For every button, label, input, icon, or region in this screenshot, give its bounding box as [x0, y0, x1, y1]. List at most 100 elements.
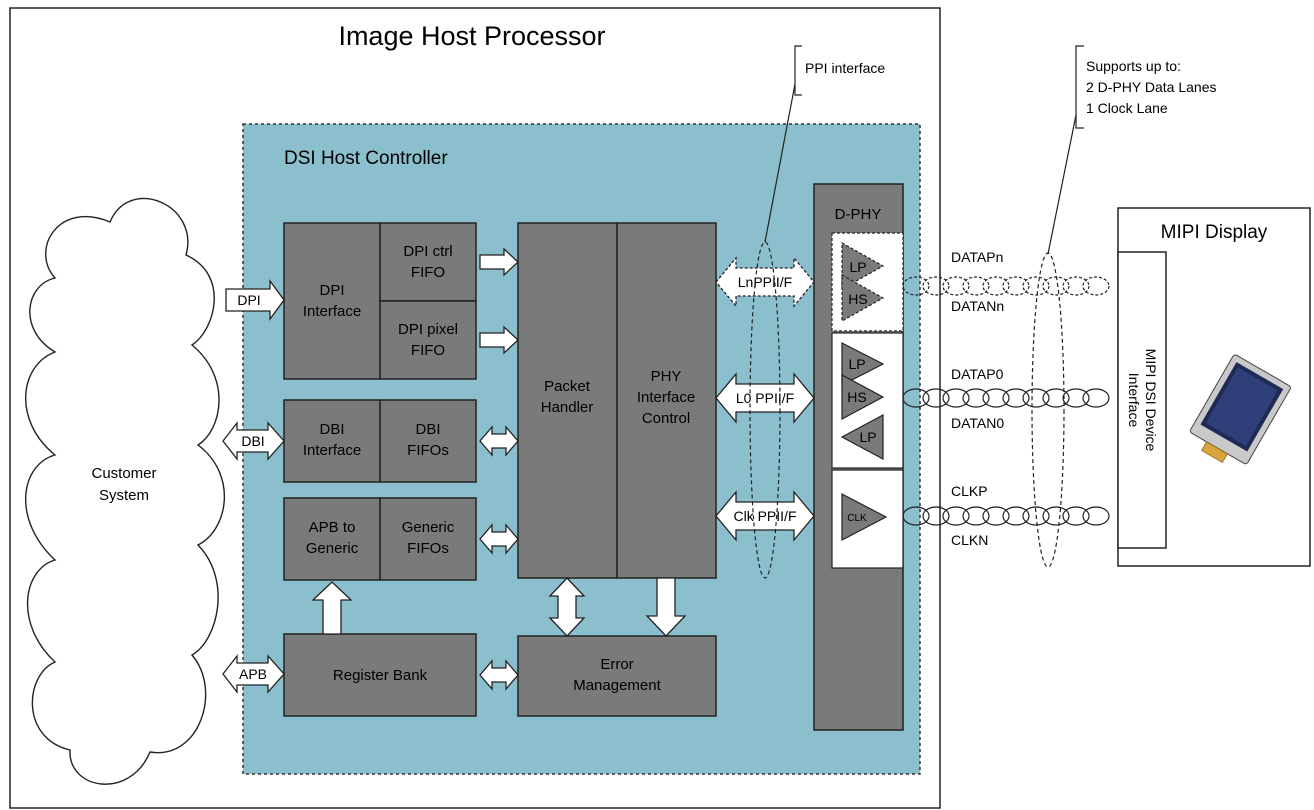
ppi-interface-leader: [764, 83, 796, 243]
wire-twist: [962, 276, 990, 296]
dpi-ctrl-fifo-label-2: FIFO: [411, 264, 445, 281]
wire-twist: [1022, 388, 1050, 408]
packet-error-arrow: [548, 577, 586, 637]
supports-label-3: 1 Clock Lane: [1086, 100, 1168, 116]
wire-twist: [1002, 276, 1030, 296]
dpi-pixel-fifo-label-1: DPI pixel: [398, 321, 458, 338]
supports-label-1: Supports up to:: [1086, 58, 1181, 74]
dphy-clock-lane: CLK: [831, 469, 904, 569]
dpi-interface-label-1: DPI: [319, 282, 344, 299]
generic-fifos-block: [379, 497, 477, 581]
dphy-lane-n: LP HS: [831, 232, 904, 332]
wire-twist: [962, 506, 990, 526]
dpi-ctrl-fifo-block: [379, 222, 477, 302]
datan0-label: DATAN0: [951, 415, 1004, 431]
ppi-interface-label: PPI interface: [805, 60, 885, 76]
wire-twist: [1042, 388, 1070, 408]
clk-wire: [902, 506, 1110, 526]
phy-interface-control-block: [616, 222, 717, 579]
mipi-display-title: MIPI Display: [1161, 222, 1268, 243]
wire-twist: [942, 506, 970, 526]
lane-n-ppi-arrow: LnPPII/F: [715, 256, 815, 308]
register-bank-block: [283, 633, 477, 717]
wire-twist: [1022, 506, 1050, 526]
apb-to-generic-block: [283, 497, 381, 581]
wire-twist: [1082, 506, 1110, 526]
lane-0-hs-label: HS: [847, 389, 866, 405]
lane-0-lp-tx-triangle: [841, 342, 885, 386]
dpi-ctrl-fifo-label-1: DPI ctrl: [403, 243, 452, 260]
wire-twist: [1082, 388, 1110, 408]
lane-0-hs-triangle: [841, 373, 885, 421]
dbi-fifos-label-2: FIFOs: [407, 442, 449, 459]
datapn-label: DATAPn: [951, 249, 1003, 265]
clkn-label: CLKN: [951, 532, 988, 548]
wire-twist: [1042, 506, 1070, 526]
ppi-interface-ellipse: [749, 241, 781, 579]
error-management-label-1: Error: [600, 656, 633, 673]
generic-fifos-label-1: Generic: [402, 519, 455, 536]
lane-n-hs-triangle: [841, 273, 885, 323]
apb-input-arrow: APB: [222, 654, 285, 694]
lane-0-lp-rx-triangle: [840, 413, 884, 461]
ppi-interface-bracket: [794, 45, 802, 96]
phy-to-error-arrow: [645, 577, 687, 637]
apb-to-generic-label-2: Generic: [306, 540, 359, 557]
wire-twist: [1062, 276, 1090, 296]
wire-twist: [982, 506, 1010, 526]
wire-twist: [1022, 276, 1050, 296]
dphy-lane-0: LP HS LP: [831, 332, 904, 469]
dpi-pixel-fifo-block: [379, 300, 477, 380]
wire-twist: [922, 506, 950, 526]
packet-handler-block: [517, 222, 618, 579]
wire-twist: [922, 276, 950, 296]
image-host-processor-title: Image Host Processor: [338, 21, 605, 51]
wire-twist: [982, 388, 1010, 408]
wire-twist: [902, 506, 930, 526]
error-management-label-2: Management: [573, 677, 661, 694]
dpi-pixel-fifo-label-2: FIFO: [411, 342, 445, 359]
wire-twist: [922, 388, 950, 408]
lane-0-ppi-label: L0 PPII/F: [736, 390, 794, 406]
clk-triangle: [841, 493, 888, 541]
phy-interface-control-label-1: PHY: [651, 368, 682, 385]
signal-wires: [902, 276, 1110, 526]
customer-system-label-2: System: [99, 487, 149, 504]
supports-bracket: [1075, 45, 1084, 129]
lane-n-lp-label: LP: [849, 259, 866, 275]
wire-twist: [1002, 388, 1030, 408]
dpi-input-arrow: DPI: [225, 279, 285, 321]
lane-n-wire: [902, 276, 1110, 296]
datann-label: DATANn: [951, 298, 1004, 314]
dphy-title: D-PHY: [835, 206, 882, 223]
dpi-interface-label-2: Interface: [303, 303, 361, 320]
dpi-pixel-arrow: [479, 325, 519, 355]
wire-twist: [942, 276, 970, 296]
dbi-interface-label-1: DBI: [319, 421, 344, 438]
lane-0-lp-tx-label: LP: [848, 356, 865, 372]
lane-n-lp-triangle: [841, 241, 885, 291]
customer-system-cloud: Customer System: [24, 197, 225, 785]
packet-handler-label-2: Handler: [541, 399, 594, 416]
lane-0-wire: [902, 388, 1110, 408]
wire-twist: [1002, 506, 1030, 526]
lane-0-lp-rx-label: LP: [859, 429, 876, 445]
error-management-block: [517, 635, 717, 717]
clk-ppi-label: Clk PPII/F: [733, 508, 796, 524]
dsi-host-controller-title: DSI Host Controller: [284, 148, 448, 169]
dpi-interface-block: [283, 222, 381, 380]
supports-leader: [1047, 114, 1077, 255]
clk-label: CLK: [847, 513, 867, 524]
wire-twist: [902, 276, 930, 296]
customer-system-label-1: Customer: [91, 465, 156, 482]
dsi-device-interface-label-1: MIPI DSI Device: [1143, 349, 1159, 452]
wire-twist: [1082, 276, 1110, 296]
mipi-dsi-device-interface-block: [1117, 251, 1167, 549]
clk-ppi-arrow: Clk PPII/F: [715, 490, 815, 542]
clkp-label: CLKP: [951, 483, 988, 499]
wire-twist: [902, 388, 930, 408]
wire-twist: [1062, 506, 1090, 526]
dpi-input-label: DPI: [237, 292, 260, 308]
datap0-label: DATAP0: [951, 366, 1004, 382]
dbi-interface-block: [283, 399, 381, 483]
